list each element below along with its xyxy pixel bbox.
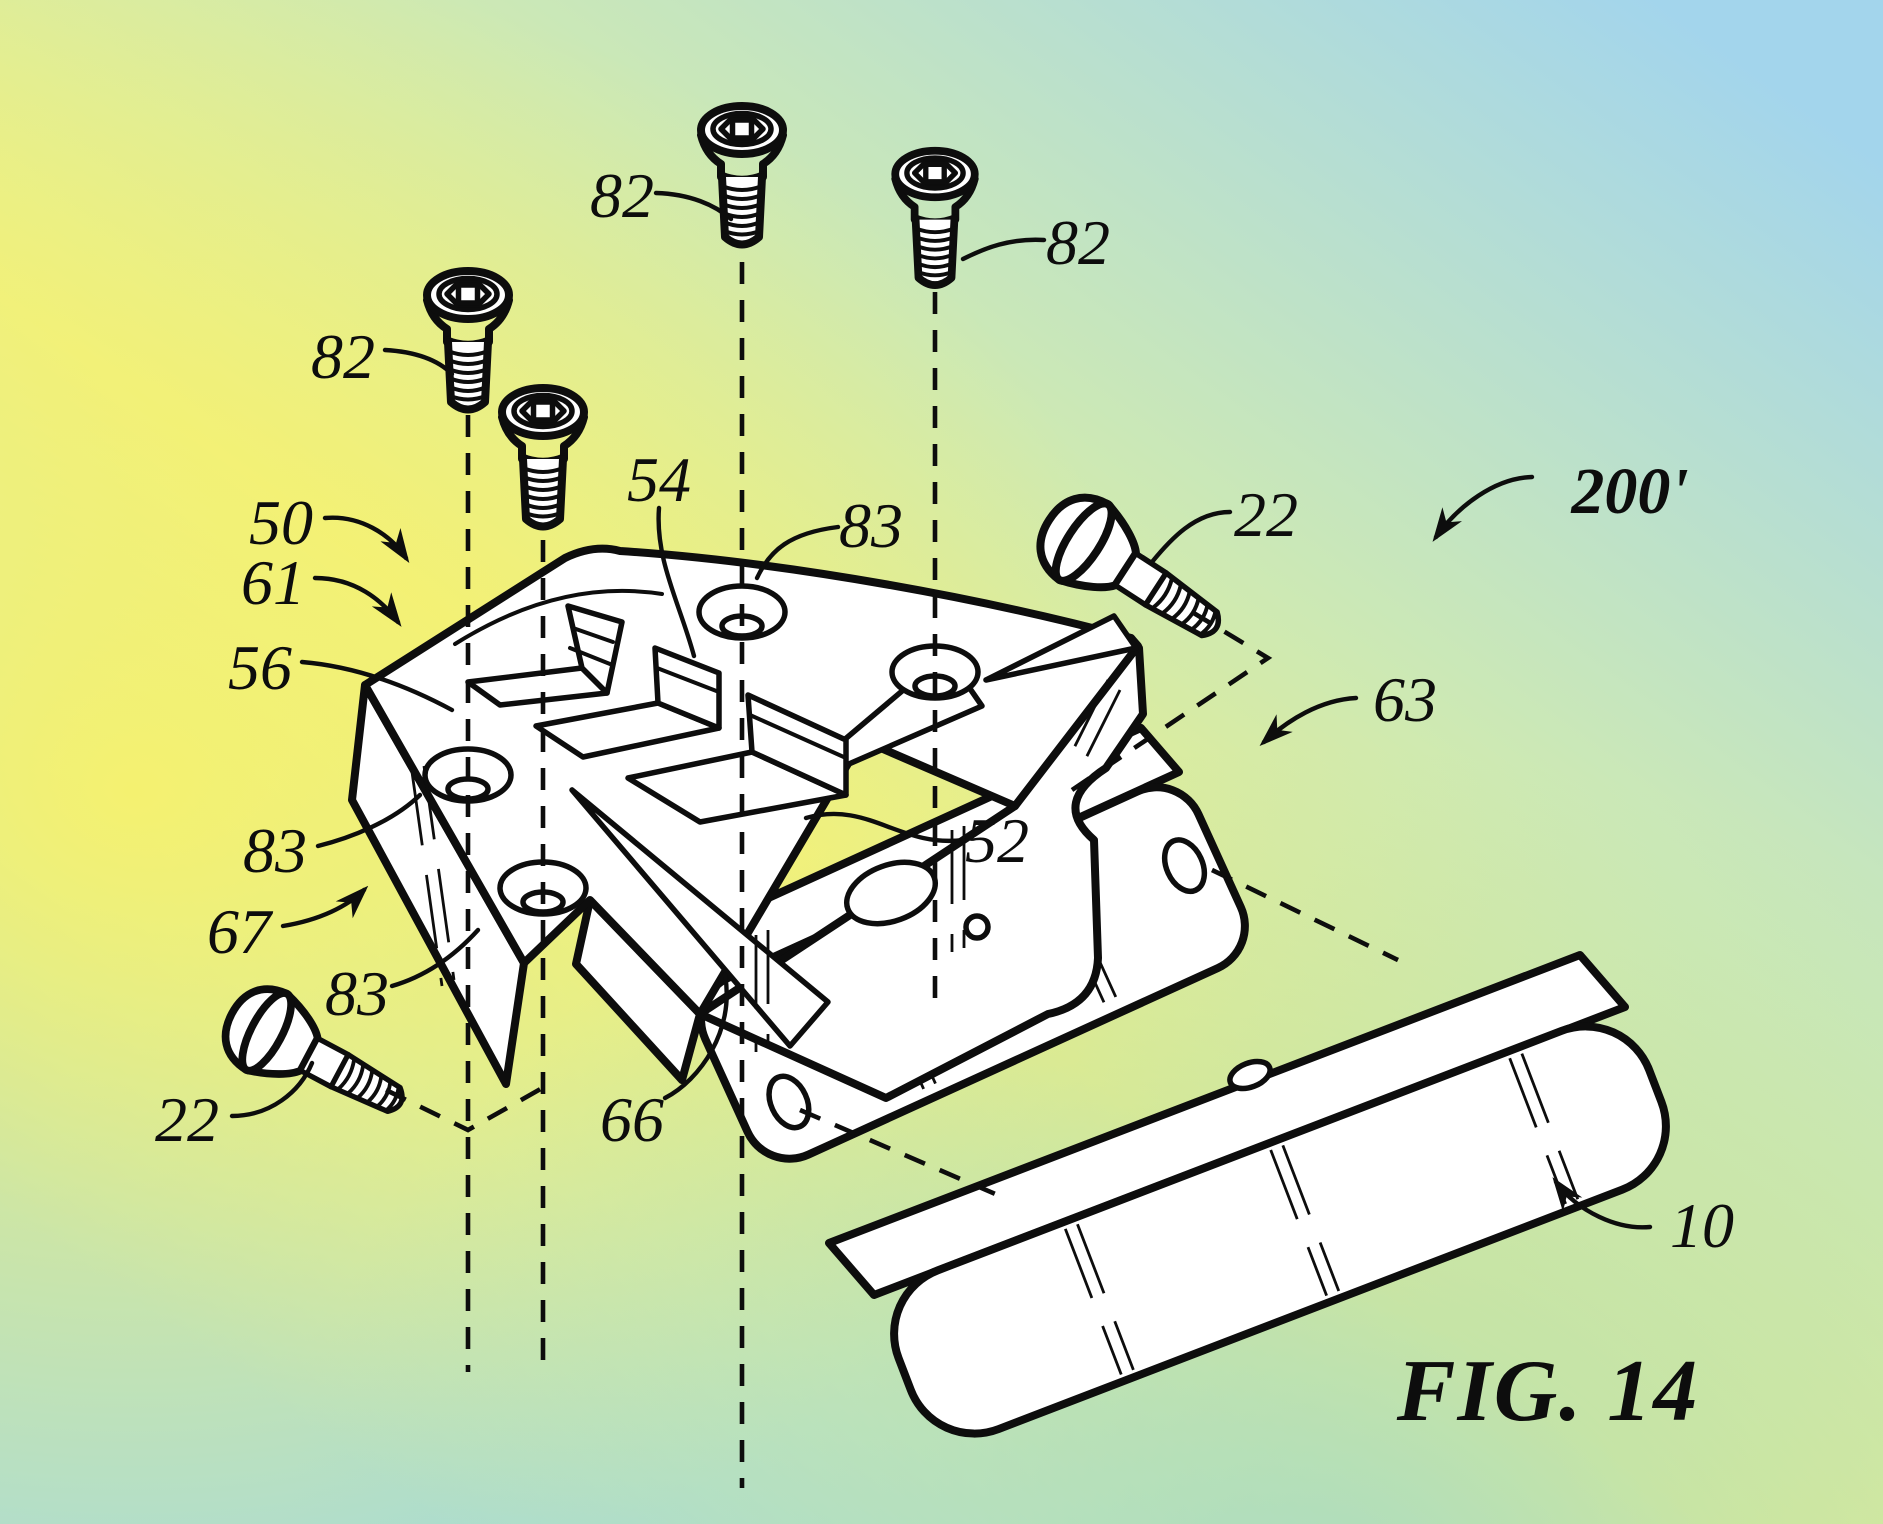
label-82-center: 82	[590, 160, 654, 231]
leader-83-left-lower	[389, 927, 481, 989]
label-83-top: 83	[839, 490, 903, 561]
chevron-blade-3	[625, 692, 849, 825]
leader-82-right	[960, 237, 1047, 262]
arrow-200	[1432, 474, 1535, 542]
figure-caption: FIG. 14	[1396, 1343, 1700, 1440]
chevron-blade-2	[533, 645, 722, 760]
main-body-part-50	[348, 544, 1147, 1102]
label-10: 10	[1670, 1190, 1734, 1261]
label-56: 56	[228, 632, 292, 703]
bar-top-hole	[1227, 1058, 1273, 1092]
leader-83-left-upper	[315, 792, 423, 849]
label-67: 67	[207, 896, 274, 967]
arrow-61	[312, 575, 402, 627]
leader-82-left	[382, 347, 455, 377]
bar-part-10	[825, 951, 1670, 1438]
leader-22-left	[229, 1060, 315, 1119]
leader-66	[662, 972, 729, 1101]
plate-hole-right	[1161, 837, 1208, 895]
front-face-pin-hole	[963, 913, 991, 941]
label-83-left-lower: 83	[325, 958, 389, 1029]
reference-numerals: 82 82 82 50 61 56 54 83 83 83 67 52 22 2…	[155, 160, 1734, 1440]
plate-hole-left	[766, 1073, 812, 1131]
leader-82-center	[653, 190, 734, 222]
label-54: 54	[627, 444, 691, 515]
label-83-left-upper: 83	[243, 815, 307, 886]
label-66: 66	[600, 1084, 664, 1155]
chevron-blade-1	[465, 603, 625, 708]
axis-lines	[384, 262, 1400, 1488]
leader-52	[803, 811, 966, 844]
arrow-10	[1552, 1177, 1653, 1230]
label-82-left: 82	[311, 321, 375, 392]
arrow-50	[322, 515, 410, 563]
label-63: 63	[1373, 664, 1437, 735]
label-52: 52	[965, 805, 1029, 876]
leader-56	[299, 659, 455, 713]
arrow-63	[1259, 695, 1359, 747]
label-22-right: 22	[1234, 479, 1298, 550]
label-61: 61	[241, 547, 305, 618]
leader-54	[656, 505, 697, 659]
slot-wedge-lower	[569, 787, 831, 1049]
leader-83-top	[754, 524, 841, 581]
leader-22-right	[1149, 509, 1233, 565]
label-82-right: 82	[1046, 207, 1110, 278]
slot-wedge-upper	[983, 613, 1139, 683]
label-50: 50	[249, 487, 313, 558]
leaders	[229, 190, 1653, 1230]
arrow-67	[280, 885, 369, 929]
label-200-prime: 200'	[1570, 455, 1688, 528]
label-22-left: 22	[155, 1084, 219, 1155]
